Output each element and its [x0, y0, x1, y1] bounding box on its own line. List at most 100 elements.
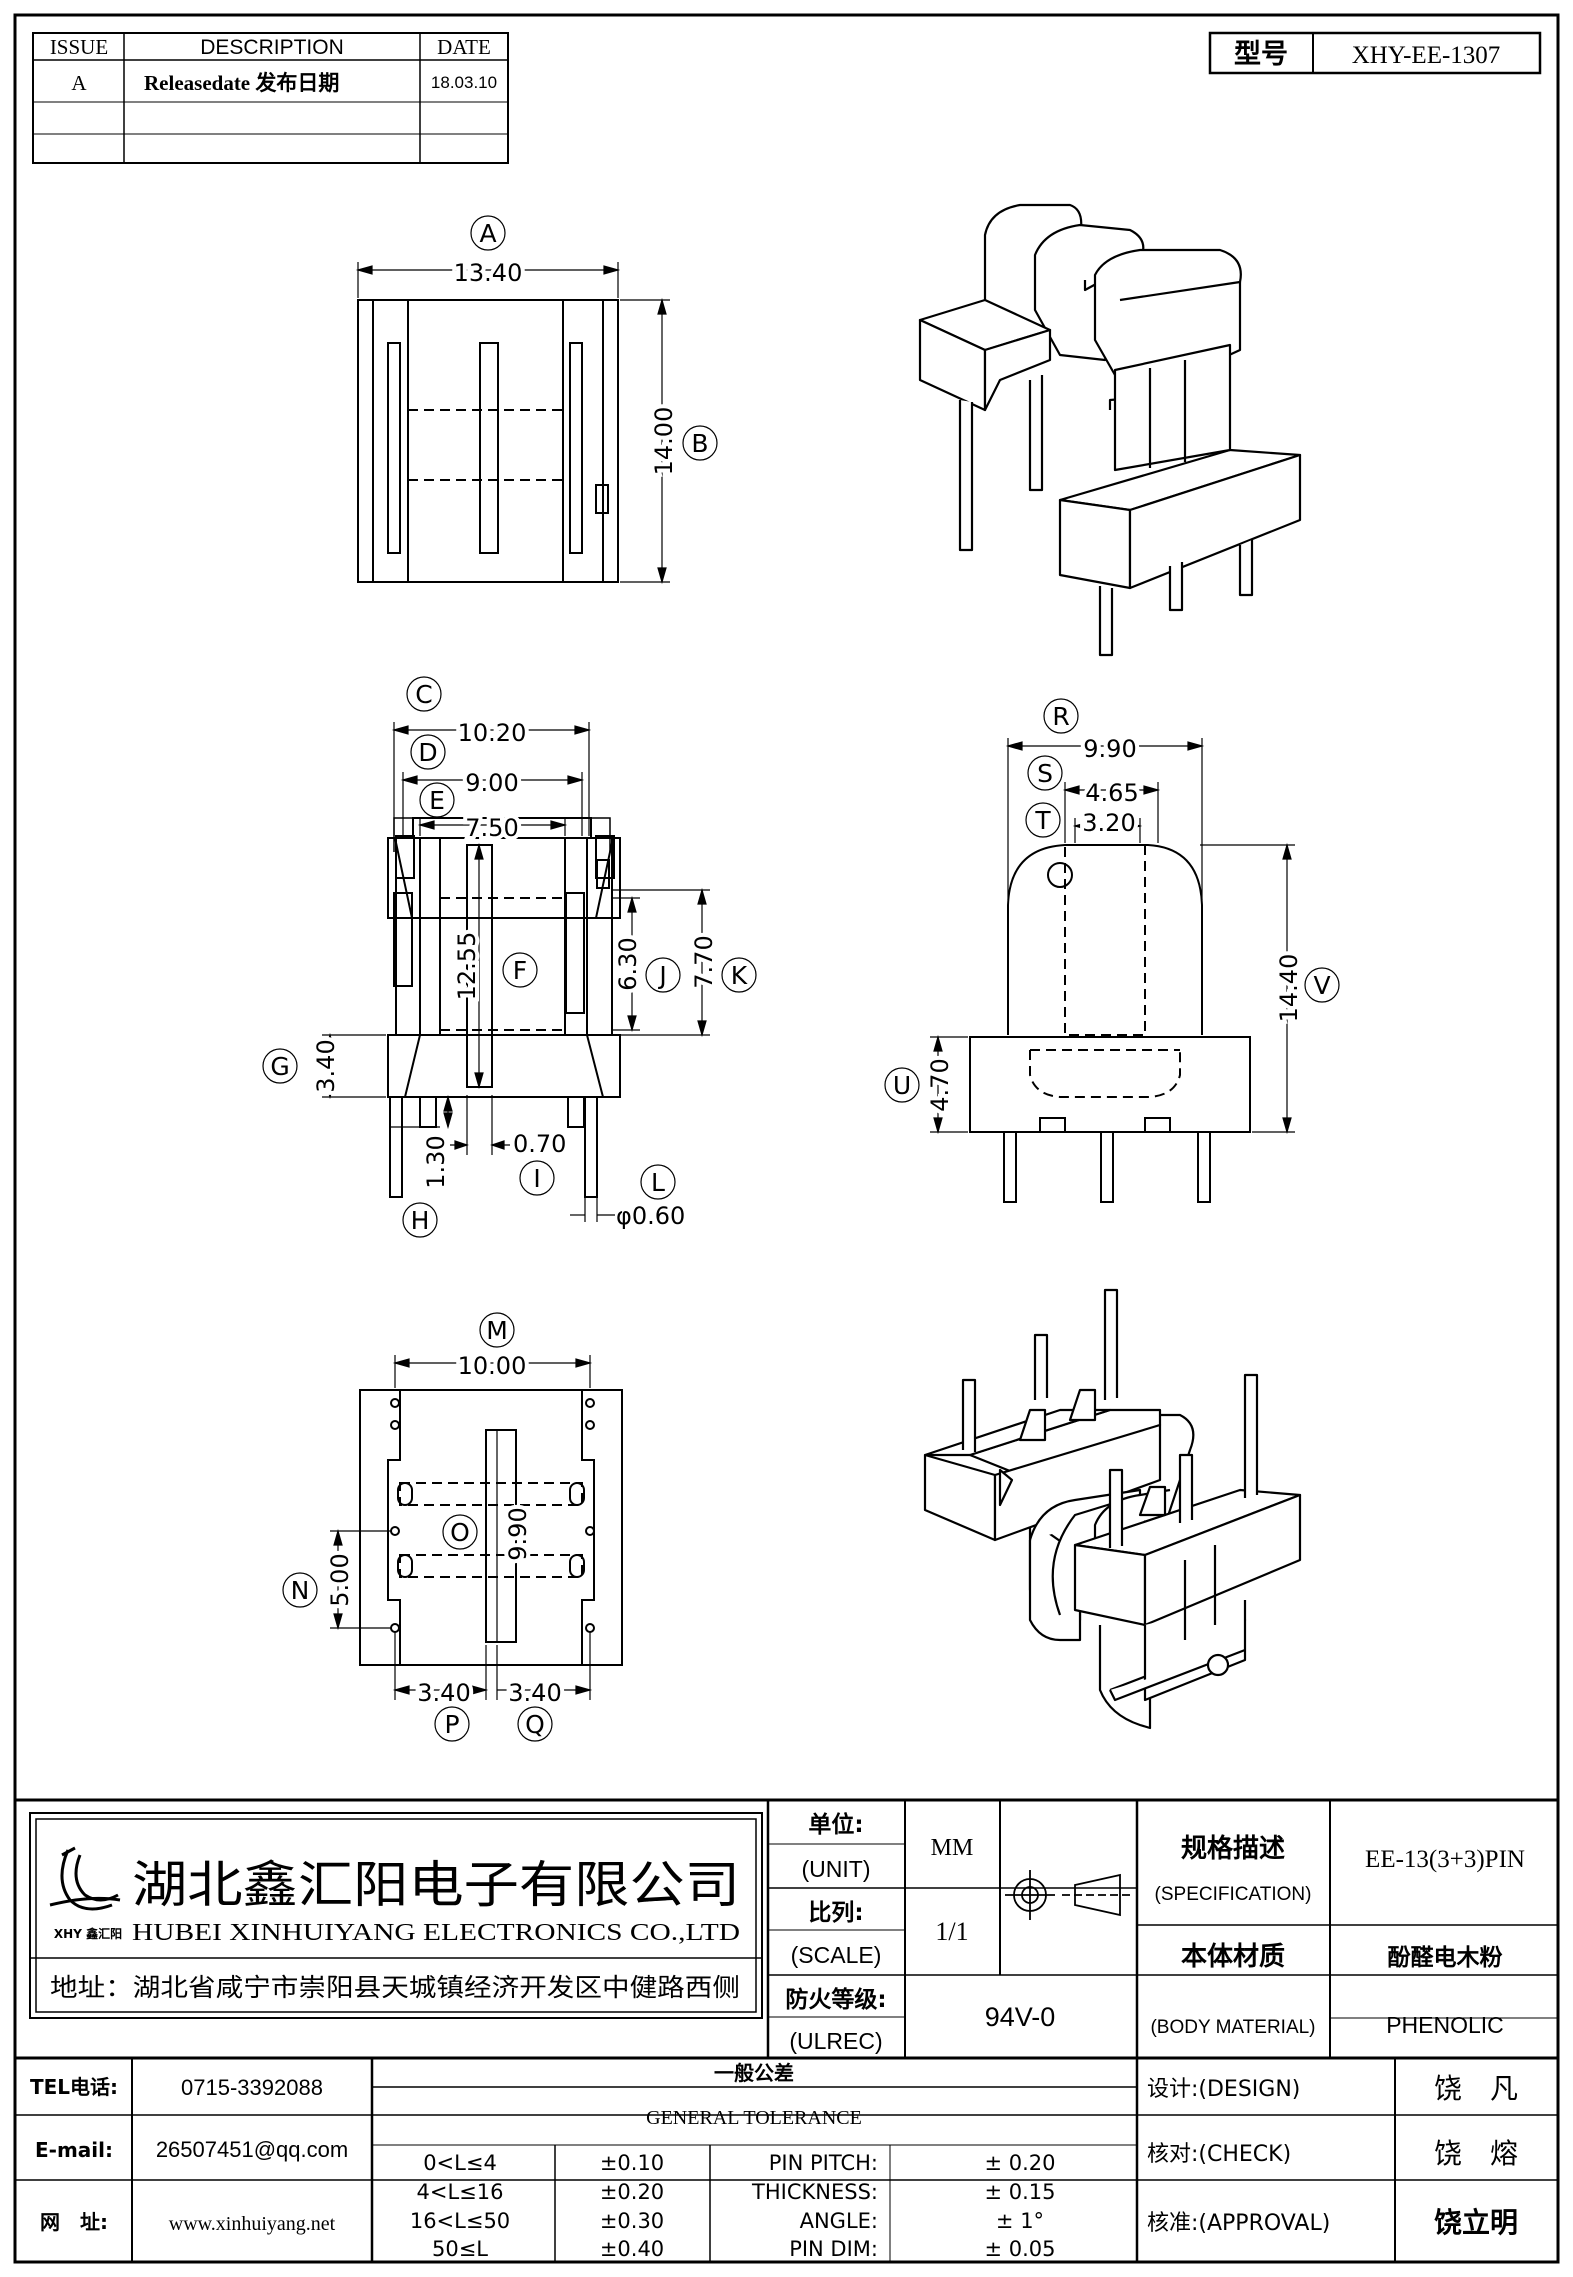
- balloon-r: R: [1052, 702, 1069, 731]
- company-logo: [49, 1846, 121, 1911]
- dim-label-f: 12.55: [453, 932, 481, 1001]
- dim-label-q: 3.40: [508, 1679, 561, 1707]
- company-name-cn: 湖北鑫汇阳电子有限公司: [132, 1856, 740, 1914]
- tol-range-3: 16<L≤50: [410, 2209, 510, 2233]
- tol-value-4: ±0.40: [600, 2237, 664, 2261]
- company-name-en: HUBEI XINHUIYANG ELECTRONICS CO.,LTD: [132, 1920, 740, 1946]
- tolerance-title-en: GENERAL TOLERANCE: [646, 2107, 862, 2129]
- spec-label: 规格描述: [1181, 1833, 1285, 1864]
- projection-symbol: [1005, 1870, 1130, 1920]
- approval-value: 饶立明: [1434, 2206, 1518, 2239]
- tel-label: TEL电话:: [30, 2075, 118, 2099]
- dim-label-l: φ0.60: [616, 1202, 685, 1230]
- balloon-t: T: [1034, 806, 1051, 835]
- tol-item-4: PIN DIM:: [789, 2237, 878, 2261]
- balloon-l: L: [651, 1168, 665, 1197]
- tol-item-value-2: ± 0.15: [984, 2180, 1055, 2204]
- unit-value: MM: [931, 1835, 974, 1861]
- tol-item-value-3: ± 1°: [996, 2209, 1044, 2233]
- tel-value: 0715-3392088: [181, 2075, 323, 2100]
- dim-label-n: 5.00: [326, 1553, 354, 1606]
- tol-item-3: ANGLE:: [800, 2209, 878, 2233]
- dim-label-k: 7.70: [690, 935, 718, 988]
- dim-label-c: 10.20: [458, 719, 527, 747]
- email-label: E-mail:: [35, 2138, 113, 2162]
- side-view: [969, 844, 1251, 1203]
- dim-label-p: 3.40: [417, 1679, 470, 1707]
- balloon-n: N: [291, 1576, 310, 1605]
- balloon-h: H: [411, 1206, 430, 1235]
- approval-label: 核准:(APPROVAL): [1147, 2211, 1330, 2236]
- dim-label-i: 0.70: [513, 1130, 566, 1158]
- material-value-en: PHENOLIC: [1386, 2012, 1504, 2038]
- balloon-p: P: [444, 1710, 459, 1739]
- dim-label-a: 13.40: [454, 259, 523, 287]
- balloon-g: G: [270, 1052, 289, 1081]
- tol-value-2: ±0.20: [600, 2180, 664, 2204]
- front-view-dims: [262, 676, 757, 1238]
- balloon-c: C: [415, 680, 432, 709]
- tol-range-4: 50≤L: [432, 2237, 488, 2261]
- check-value: 饶 熔: [1434, 2137, 1518, 2170]
- scale-label: 比列:: [808, 1900, 863, 1926]
- bottom-view-dims: [282, 1312, 593, 1742]
- dim-label-u: 4.70: [926, 1058, 954, 1111]
- sheet-border: [13, 13, 1560, 2264]
- dim-label-d: 9.00: [465, 769, 518, 797]
- balloon-j: J: [657, 961, 666, 990]
- model-label: 型号: [1234, 39, 1288, 70]
- spec-label-en: (SPECIFICATION): [1155, 1884, 1312, 1905]
- rev-row-issue: A: [71, 71, 87, 95]
- top-view: [357, 299, 619, 583]
- balloon-d: D: [418, 738, 437, 767]
- fire-label-en: (ULREC): [789, 2028, 882, 2054]
- check-label: 核对:(CHECK): [1147, 2142, 1291, 2167]
- dim-label-h: 1.30: [422, 1135, 450, 1188]
- tol-range-1: 0<L≤4: [423, 2151, 497, 2175]
- dim-label-s: 4.65: [1085, 779, 1138, 807]
- tolerance-title-cn: 一般公差: [714, 2061, 794, 2085]
- rev-row-date: 18.03.10: [431, 73, 497, 92]
- dim-label-o: 9.90: [504, 1507, 532, 1560]
- unit-label: 单位:: [808, 1811, 863, 1838]
- dim-label-b: 14.00: [650, 407, 678, 476]
- balloon-o: O: [450, 1518, 470, 1547]
- balloon-u: U: [893, 1071, 911, 1100]
- balloon-s: S: [1037, 759, 1053, 788]
- balloon-b: B: [691, 429, 708, 458]
- tol-item-value-4: ± 0.05: [984, 2237, 1055, 2261]
- material-value-cn: 酚醛电木粉: [1388, 1945, 1503, 1971]
- fire-label: 防火等级:: [785, 1986, 886, 2013]
- model-box: [1208, 31, 1542, 75]
- bottom-view: [359, 1389, 623, 1666]
- email-value: 26507451@qq.com: [156, 2137, 348, 2162]
- dim-label-g: 3.40: [312, 1039, 340, 1092]
- balloon-a: A: [479, 219, 496, 248]
- tol-item-1: PIN PITCH:: [769, 2151, 878, 2175]
- design-value: 饶 凡: [1434, 2072, 1518, 2105]
- side-view-dims: [884, 698, 1340, 1135]
- web-label: 网 址:: [40, 2210, 108, 2234]
- material-label: 本体材质: [1181, 1942, 1285, 1972]
- tol-item-value-1: ± 0.20: [984, 2151, 1055, 2175]
- design-label: 设计:(DESIGN): [1147, 2077, 1300, 2102]
- unit-label-en: (UNIT): [802, 1856, 871, 1882]
- dim-label-j: 6.30: [614, 937, 642, 990]
- iso-view-bottom: [923, 1288, 1302, 1730]
- dim-label-v: 14.40: [1275, 954, 1303, 1023]
- balloon-f: F: [513, 956, 527, 985]
- rev-header-date: DATE: [437, 35, 491, 59]
- balloon-e: E: [429, 786, 445, 815]
- revision-table: [32, 32, 509, 164]
- tol-range-2: 4<L≤16: [417, 2180, 504, 2204]
- iso-view-top: [918, 203, 1302, 657]
- spec-value: EE-13(3+3)PIN: [1365, 1846, 1525, 1873]
- tol-item-2: THICKNESS:: [751, 2180, 878, 2204]
- material-label-en: (BODY MATERIAL): [1150, 2017, 1315, 2038]
- top-view-dims: [355, 215, 718, 585]
- dim-label-e: 7.50: [465, 814, 518, 842]
- web-value: www.xinhuiyang.net: [169, 2213, 336, 2235]
- balloon-q: Q: [525, 1710, 545, 1739]
- balloon-k: K: [731, 961, 748, 990]
- rev-row-description: Releasedate 发布日期: [144, 71, 339, 95]
